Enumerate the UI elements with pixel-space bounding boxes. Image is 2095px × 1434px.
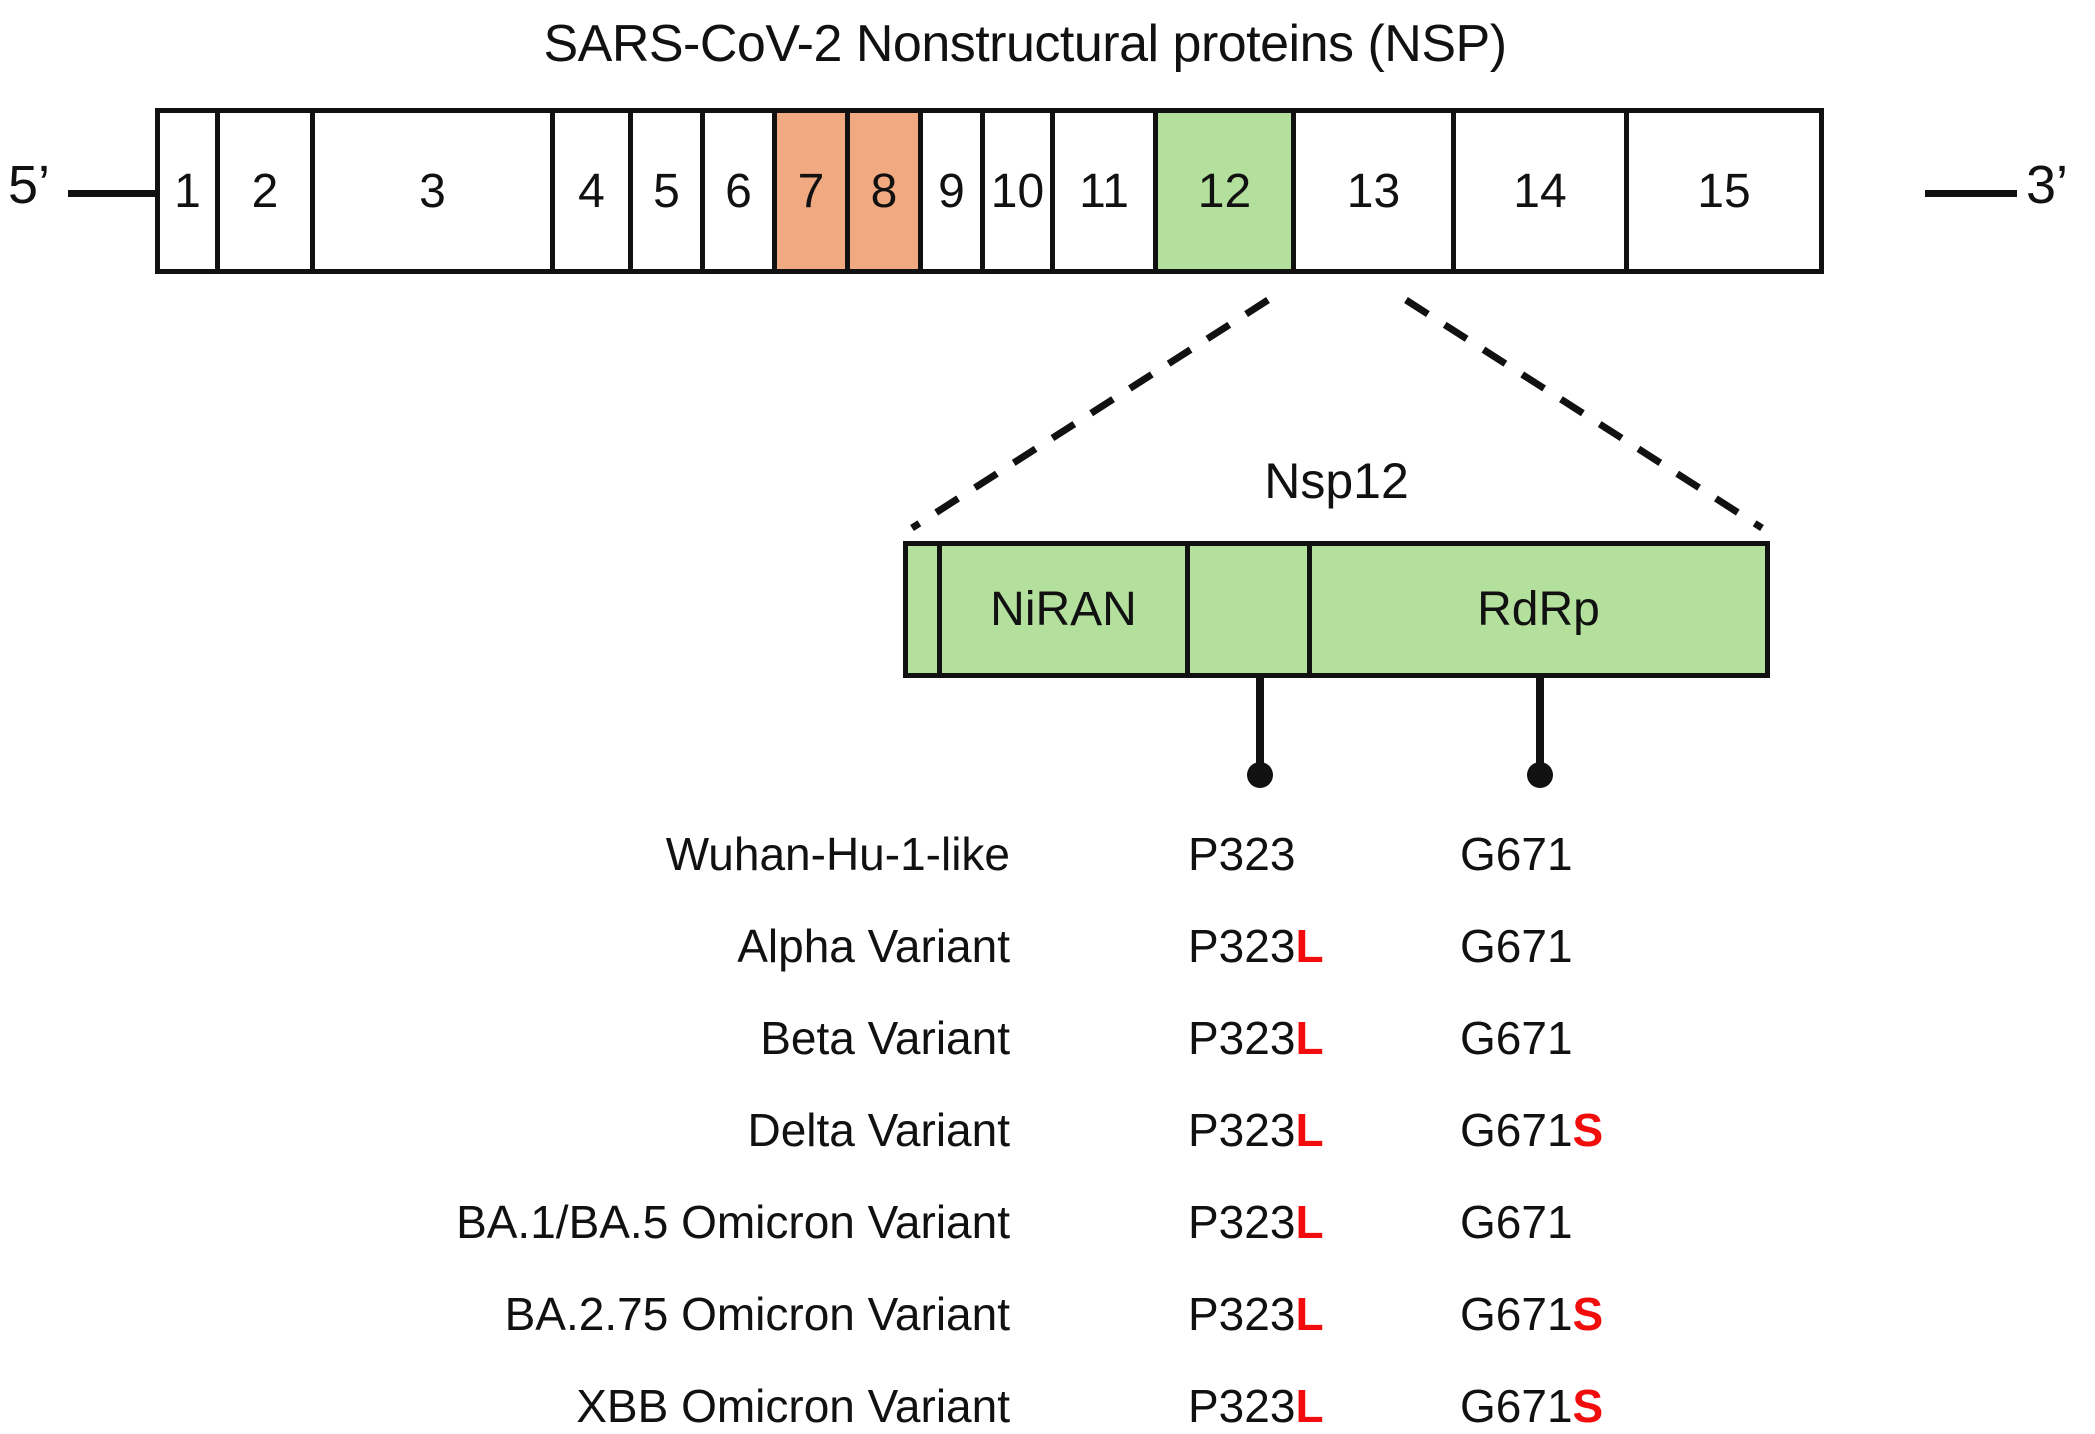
nsp-cell-1: 1 [160,113,220,269]
domain-rdrp: RdRp [1312,546,1765,673]
nsp-cell-10: 10 [985,113,1055,269]
site-323-mutation: L [1295,1104,1324,1156]
site-671-base: G671 [1460,1380,1573,1432]
nsp-cell-15: 15 [1629,113,1819,269]
variant-site-323: P323L [1010,919,1330,973]
three-prime-line [1925,190,2017,197]
variant-site-323: P323L [1010,1011,1330,1065]
marker-stem-P323 [1256,676,1264,771]
variant-site-671: G671S [1330,1287,1690,1341]
variant-site-323: P323L [1010,1103,1330,1157]
three-prime-label: 3’ [2026,155,2069,215]
nsp-cell-12: 12 [1158,113,1296,269]
domain-niran: NiRAN [942,546,1190,673]
marker-head-G671 [1527,762,1553,788]
site-323-base: P323 [1188,1196,1296,1248]
site-323-base: P323 [1188,828,1296,880]
site-671-base: G671 [1460,1104,1573,1156]
nsp12-domain-bar: NiRAN RdRp [903,541,1770,678]
site-323-mutation: L [1295,1380,1324,1432]
nsp-cell-2: 2 [220,113,315,269]
site-671-base: G671 [1460,828,1573,880]
variant-name: BA.1/BA.5 Omicron Variant [456,1196,1010,1248]
site-671-base: G671 [1460,1012,1573,1064]
domain-spacer-0 [908,546,942,673]
site-323-mutation: L [1295,920,1324,972]
variant-site-671: G671S [1330,1103,1690,1157]
nsp-cell-9: 9 [923,113,985,269]
marker-stem-G671 [1536,676,1544,771]
site-671-base: G671 [1460,1196,1573,1248]
nsp-cell-5: 5 [633,113,705,269]
domain-spacer-2 [1190,546,1312,673]
site-323-mutation: L [1295,1196,1324,1248]
figure-title: SARS-CoV-2 Nonstructural proteins (NSP) [543,15,1507,73]
variant-name: Beta Variant [760,1012,1010,1064]
site-671-base: G671 [1460,920,1573,972]
site-671-mutation: S [1572,1104,1604,1156]
site-323-base: P323 [1188,1104,1296,1156]
nsp-cell-4: 4 [555,113,633,269]
nsp-cell-13: 13 [1296,113,1456,269]
variant-name: Wuhan-Hu-1-like [665,828,1010,880]
variant-name: XBB Omicron Variant [576,1380,1010,1432]
variant-site-323: P323L [1010,1379,1330,1433]
variant-site-323: P323 [1010,827,1330,881]
variant-name: Delta Variant [747,1104,1010,1156]
nsp-cell-11: 11 [1055,113,1158,269]
nsp-cell-8: 8 [850,113,923,269]
site-323-base: P323 [1188,920,1296,972]
variant-name: BA.2.75 Omicron Variant [504,1288,1010,1340]
variant-site-671: G671 [1330,1195,1690,1249]
nsp-cell-3: 3 [315,113,555,269]
nsp-cell-6: 6 [705,113,777,269]
site-323-mutation: L [1295,1288,1324,1340]
variant-site-671: G671 [1330,919,1690,973]
nsp12-title: Nsp12 [1264,453,1409,509]
five-prime-line [68,190,158,197]
site-671-base: G671 [1460,1288,1573,1340]
site-323-base: P323 [1188,1288,1296,1340]
variant-site-671: G671 [1330,1011,1690,1065]
variant-site-671: G671 [1330,827,1690,881]
variant-site-671: G671S [1330,1379,1690,1433]
site-671-mutation: S [1572,1288,1604,1340]
nsp-cell-7: 7 [777,113,850,269]
variant-name: Alpha Variant [737,920,1010,972]
marker-head-P323 [1247,762,1273,788]
site-671-mutation: S [1572,1380,1604,1432]
site-323-mutation: L [1295,1012,1324,1064]
nsp-cell-14: 14 [1456,113,1629,269]
variant-site-323: P323L [1010,1195,1330,1249]
site-323-base: P323 [1188,1380,1296,1432]
variant-site-323: P323L [1010,1287,1330,1341]
table-row: Wuhan-Hu-1-like P323 G671 [0,808,1700,900]
site-323-base: P323 [1188,1012,1296,1064]
five-prime-label: 5’ [8,155,51,215]
